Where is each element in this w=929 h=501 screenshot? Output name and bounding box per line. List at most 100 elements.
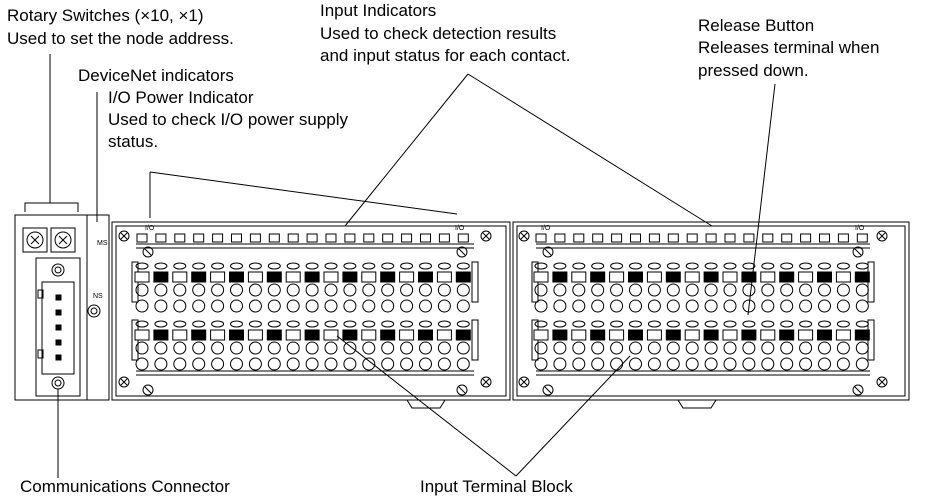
terminal-slot bbox=[590, 271, 606, 283]
wire-hole bbox=[818, 357, 831, 371]
terminal-slot bbox=[779, 329, 795, 341]
io-label-2a: I/O bbox=[541, 225, 551, 232]
wire-hole bbox=[211, 283, 225, 297]
wire-hole bbox=[135, 341, 149, 355]
wire-hole bbox=[666, 299, 680, 313]
wire-hole bbox=[192, 283, 206, 297]
terminal-slot bbox=[285, 329, 301, 341]
terminal-slot bbox=[134, 271, 150, 283]
input-indicator-led bbox=[268, 233, 280, 243]
wire-hole bbox=[286, 299, 300, 313]
wire-hole bbox=[610, 341, 624, 355]
terminal-slot bbox=[266, 329, 282, 341]
terminal-slot bbox=[455, 329, 471, 341]
wire-hole bbox=[286, 341, 300, 355]
rotary-switch-x10[interactable] bbox=[22, 227, 48, 253]
release-button bbox=[267, 262, 281, 270]
terminal-slot bbox=[304, 271, 320, 283]
terminal-slot bbox=[210, 329, 226, 341]
wire-hole bbox=[685, 283, 699, 297]
release-button bbox=[704, 262, 718, 270]
input-indicator-led bbox=[155, 233, 167, 243]
release-button bbox=[723, 320, 737, 328]
wire-hole bbox=[230, 341, 243, 355]
wire-hole bbox=[362, 283, 376, 297]
release-button bbox=[591, 262, 605, 270]
terminal-slot bbox=[854, 329, 870, 341]
wire-hole bbox=[742, 341, 756, 355]
input-indicator-led bbox=[705, 233, 717, 243]
wire-hole bbox=[173, 341, 187, 355]
wire-hole bbox=[419, 299, 432, 313]
wire-hole bbox=[267, 299, 281, 313]
wire-hole bbox=[780, 283, 794, 297]
wire-hole bbox=[704, 299, 718, 313]
ns-label: NS bbox=[93, 293, 103, 300]
wire-hole bbox=[211, 299, 225, 313]
terminal-slot bbox=[722, 271, 738, 283]
release-button bbox=[154, 320, 168, 328]
communications-connector-label: Communications Connector bbox=[20, 477, 230, 496]
input-indicator-led bbox=[249, 233, 261, 243]
wire-hole bbox=[723, 357, 737, 371]
wire-hole bbox=[647, 299, 661, 313]
wire-hole bbox=[761, 357, 775, 371]
wire-hole bbox=[381, 341, 395, 355]
input-indicator-led bbox=[648, 233, 660, 243]
input-indicator-led bbox=[611, 233, 623, 243]
input-indicator-led bbox=[363, 233, 375, 243]
terminal-slot bbox=[380, 329, 396, 341]
input-indicator-led bbox=[401, 233, 413, 243]
wire-hole bbox=[666, 357, 680, 371]
release-button bbox=[173, 262, 187, 270]
wire-hole bbox=[647, 283, 661, 297]
wire-hole bbox=[230, 299, 243, 313]
release-button bbox=[230, 320, 243, 328]
release-button bbox=[610, 320, 624, 328]
wire-hole bbox=[248, 299, 262, 313]
terminal-slot bbox=[361, 271, 377, 283]
release-button bbox=[855, 320, 869, 328]
terminal-slot bbox=[703, 329, 719, 341]
wire-hole bbox=[305, 357, 319, 371]
wire-hole bbox=[591, 341, 605, 355]
input-indicator-led bbox=[231, 233, 242, 243]
terminal-slot bbox=[266, 271, 282, 283]
release-button bbox=[173, 320, 187, 328]
wire-hole bbox=[154, 357, 168, 371]
wire-hole bbox=[305, 299, 319, 313]
wire-hole bbox=[629, 357, 642, 371]
terminal-slot bbox=[760, 271, 776, 283]
terminal-slot bbox=[172, 329, 188, 341]
wire-hole bbox=[761, 283, 775, 297]
release-button bbox=[780, 320, 794, 328]
rotary-switch-x1[interactable] bbox=[50, 227, 76, 253]
wire-hole bbox=[267, 341, 281, 355]
communications-connector[interactable] bbox=[35, 257, 81, 397]
terminal-slot bbox=[646, 271, 662, 283]
terminal-slot bbox=[665, 329, 681, 341]
release-button bbox=[534, 262, 548, 270]
rotary-switches-desc: Used to set the node address. bbox=[7, 29, 234, 48]
release-button bbox=[855, 262, 869, 270]
input-indicator-led bbox=[554, 233, 566, 243]
terminal-slot bbox=[798, 329, 814, 341]
release-button bbox=[780, 262, 794, 270]
release-button bbox=[362, 262, 376, 270]
wire-hole bbox=[305, 283, 319, 297]
release-button bbox=[456, 262, 470, 270]
wire-hole bbox=[647, 357, 661, 371]
input-indicators-title: Input Indicators bbox=[320, 1, 437, 20]
wire-hole bbox=[723, 283, 737, 297]
release-button bbox=[400, 320, 414, 328]
rotary-switches-title: Rotary Switches (×10, ×1) bbox=[7, 6, 204, 25]
terminal-slot bbox=[835, 329, 851, 341]
terminal-slot bbox=[817, 271, 832, 283]
release-button bbox=[324, 262, 338, 270]
input-indicator-led bbox=[438, 233, 450, 243]
wire-hole bbox=[230, 357, 243, 371]
release-button bbox=[534, 320, 548, 328]
release-button bbox=[723, 262, 737, 270]
terminal-module-1 bbox=[111, 221, 511, 401]
release-button bbox=[437, 320, 451, 328]
